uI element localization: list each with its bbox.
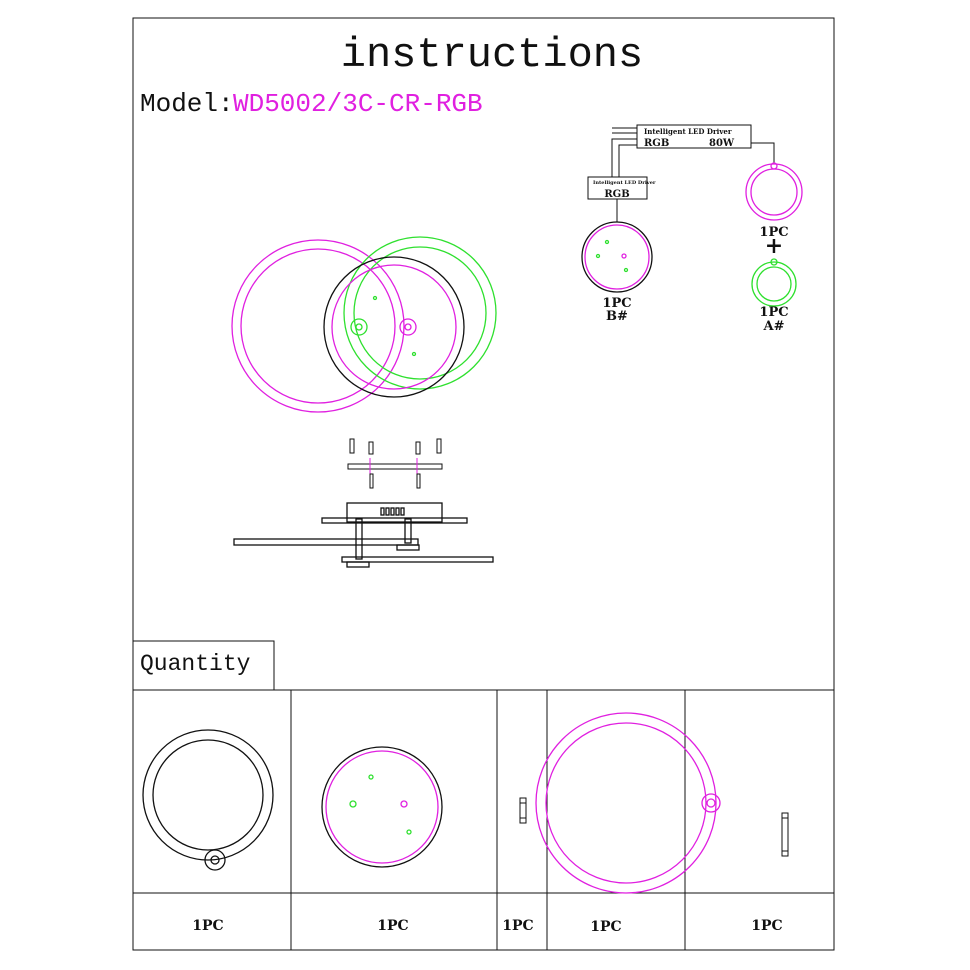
quantity-table: Quantity [133,640,834,950]
main-driver-title: Intelligent LED Driver [644,127,732,136]
mounting-hardware [347,438,443,489]
item-screw-icon [519,797,527,824]
sub-driver-title: Intelligent LED Driver [593,180,656,186]
main-driver-type: RGB [644,138,669,149]
page-border [132,17,835,951]
item-magenta-ring-icon [535,712,721,894]
wiring-diagram: Intelligent LED Driver RGB 80W Intellige… [581,124,803,334]
main-driver-box [636,124,752,149]
item-quantity: 1PC [502,918,533,934]
item-quantity: 1PC [377,918,408,934]
model-value: WD5002/3C-CR-RGB [233,89,483,119]
sub-driver-type: RGB [604,189,629,200]
plus-sign: + [765,233,783,259]
b-label: B# [606,309,628,324]
item-rod-icon [781,812,789,857]
model-label: Model: [140,89,234,119]
a-quantity: 1PC [759,305,788,320]
item-quantity: 1PC [192,918,223,934]
item-base-plate-icon [321,746,443,868]
page-title: instructions [341,31,643,79]
side-view [233,502,494,568]
item-quantity: 1PC [590,919,621,935]
item-frame-ring-icon [142,729,274,871]
b-light-icon [581,221,653,293]
b-quantity: 1PC [602,296,631,311]
a-top-quantity: 1PC [759,225,788,240]
assembled-top-view [231,236,497,413]
a-label: A# [763,319,785,334]
a-green-ring-icon [751,258,797,307]
main-driver-power: 80W [709,138,735,149]
quantity-heading: Quantity [140,651,251,677]
a-magenta-ring-icon [745,162,803,221]
item-quantity: 1PC [751,918,782,934]
